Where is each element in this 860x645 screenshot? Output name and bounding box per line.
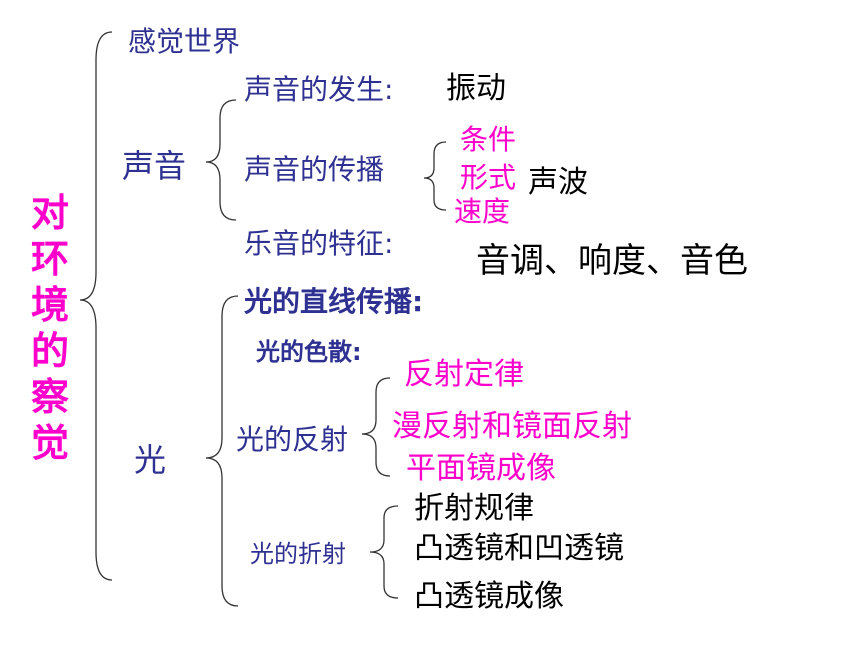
propagation-item-condition: 条件 — [460, 123, 517, 156]
refraction-item-lenses: 凸透镜和凹透镜 — [414, 531, 624, 566]
reflection-item-mirror: 平面镜成像 — [406, 451, 556, 486]
propagation-item-speed: 速度 — [454, 195, 511, 228]
light-reflection-label: 光的反射 — [236, 423, 349, 456]
propagation-brace — [423, 141, 447, 211]
sensory-world-label: 感觉世界 — [128, 25, 241, 58]
sound-origin-label: 声音的发生: — [244, 73, 394, 106]
reflection-brace — [361, 377, 391, 477]
refraction-brace — [369, 505, 399, 599]
light-straight-label: 光的直线传播: — [244, 285, 424, 318]
refraction-item-imaging: 凸透镜成像 — [414, 579, 564, 614]
musical-sound-label: 乐音的特征: — [244, 227, 394, 260]
musical-sound-value: 音调、响度、音色 — [476, 241, 748, 281]
reflection-item-diffuse: 漫反射和镜面反射 — [392, 409, 632, 444]
sound-label: 声音 — [122, 147, 187, 185]
light-label: 光 — [134, 441, 167, 479]
light-brace — [205, 295, 239, 607]
reflection-item-law: 反射定律 — [404, 357, 524, 392]
sound-propagation-label: 声音的传播 — [244, 153, 385, 186]
light-dispersion-label: 光的色散: — [256, 338, 362, 366]
propagation-value: 声波 — [528, 165, 588, 200]
refraction-item-law: 折射规律 — [414, 491, 534, 526]
sound-origin-value: 振动 — [446, 71, 506, 106]
sound-brace — [205, 99, 237, 221]
propagation-item-form: 形式 — [460, 161, 517, 194]
diagram-title: 对环境的察觉 — [30, 191, 69, 465]
main-brace — [79, 31, 113, 581]
light-refraction-label: 光的折射 — [250, 540, 346, 568]
